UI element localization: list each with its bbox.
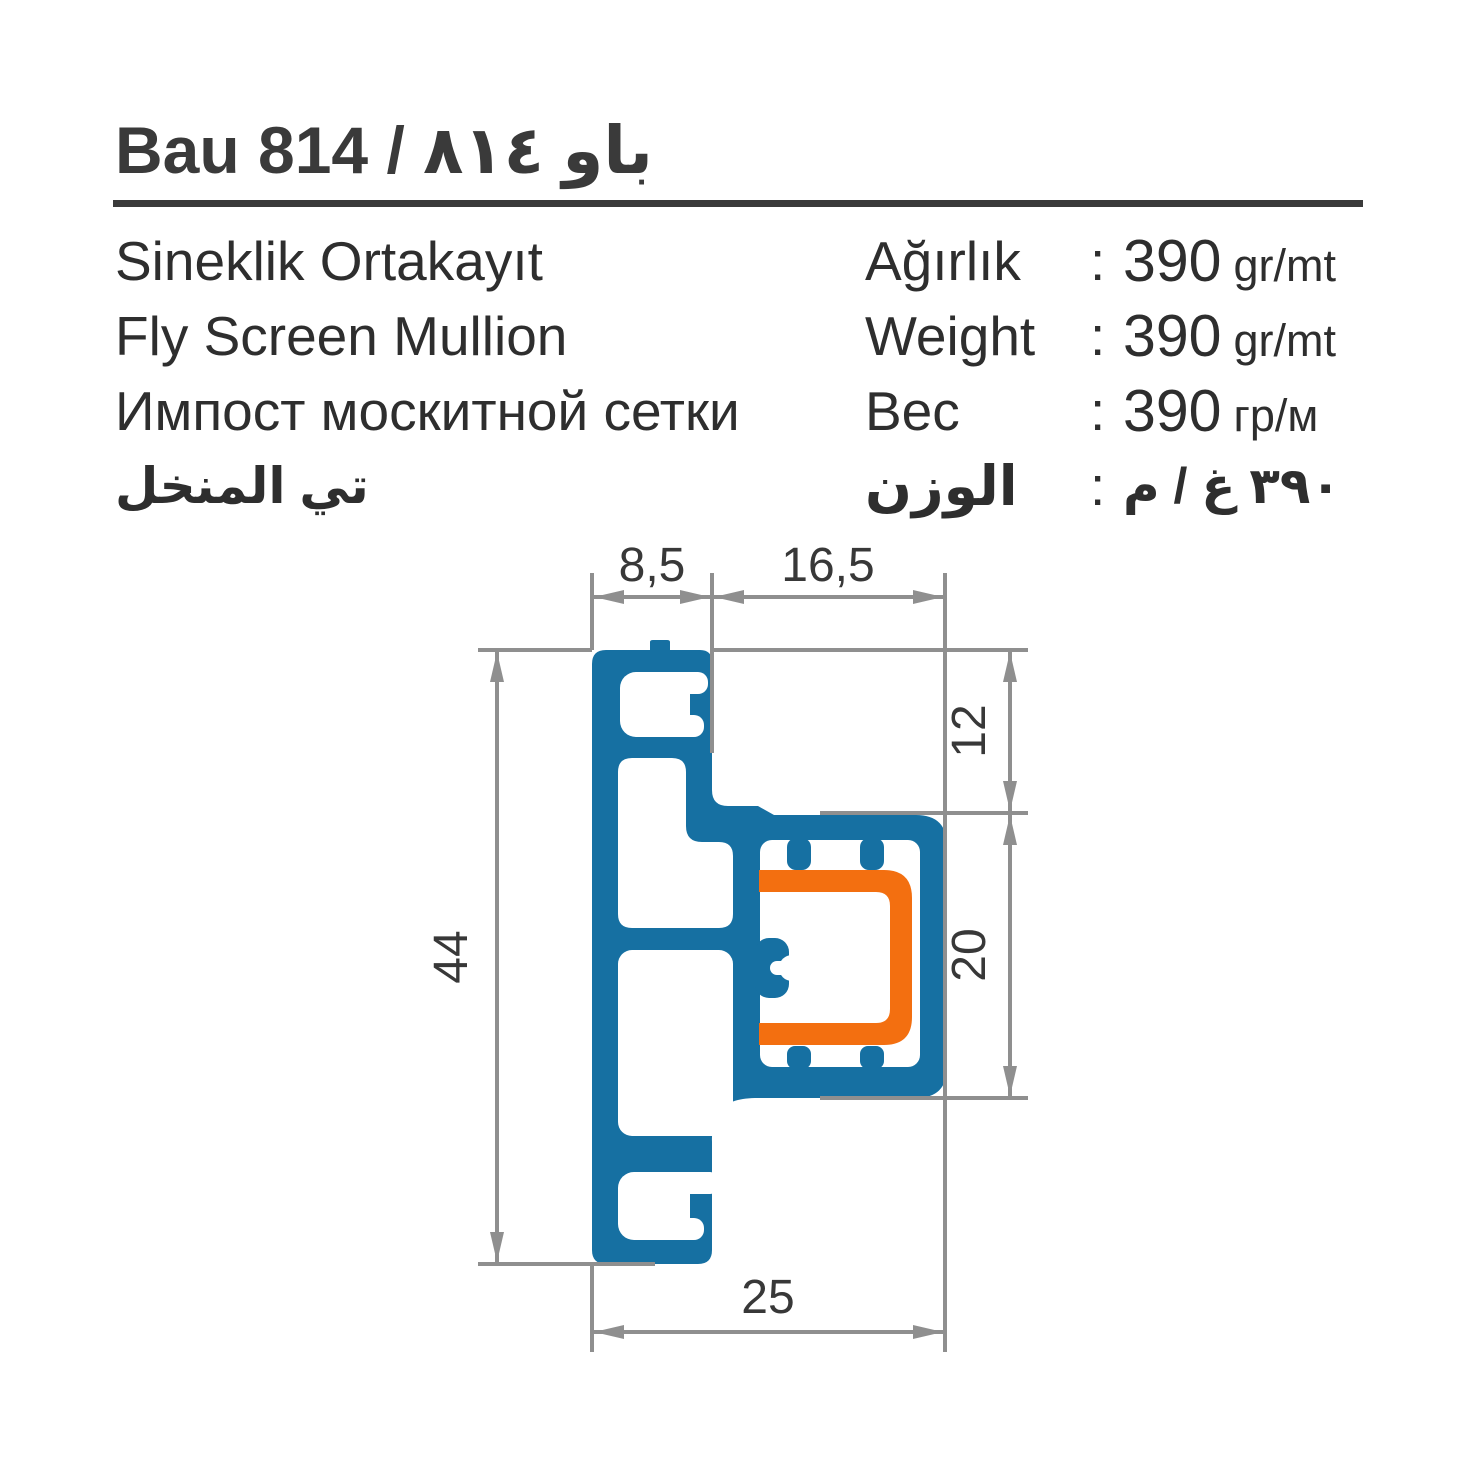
weight-number: 390 — [1123, 303, 1222, 369]
weight-label: Ağırlık — [865, 230, 1021, 292]
screw-boss-tabs — [787, 838, 884, 1069]
page-title: Bau 814 / باو ٨١٤ — [115, 112, 1365, 189]
weight-row-arabic: الوزن : ٣٩٠ غ / م — [865, 449, 1385, 524]
weight-value: ٣٩٠ غ / م — [1123, 458, 1341, 514]
title-arabic: باو ٨١٤ — [423, 113, 653, 187]
insert-channel-orange — [759, 870, 912, 1045]
top-snap-cavity — [620, 672, 708, 737]
weight-number: 390 — [1123, 228, 1222, 294]
bottom-snap-cavity — [618, 1172, 716, 1240]
screw-port — [755, 938, 805, 998]
product-name-english: Fly Screen Mullion — [115, 305, 568, 367]
weight-colon: : — [1090, 455, 1106, 517]
weight-label: الوزن — [865, 455, 1018, 517]
weight-unit: gr/mt — [1233, 315, 1336, 366]
weight-colon: : — [1090, 230, 1106, 292]
weight-label: Weight — [865, 305, 1036, 367]
box-interior — [760, 840, 920, 1067]
dim-label-top-offset: 12 — [943, 704, 996, 757]
title-latin: Bau 814 / — [115, 113, 405, 187]
dim-label-box-width: 16,5 — [781, 539, 874, 592]
title-divider — [113, 200, 1363, 207]
weight-unit: gr/mt — [1233, 240, 1336, 291]
product-name-turkish: Sineklik Ortakayıt — [115, 230, 543, 292]
dim-label-bar-width: 8,5 — [619, 539, 686, 592]
dimension-lines — [478, 573, 1028, 1352]
lower-chamber — [618, 950, 733, 1136]
dim-label-box-height: 20 — [943, 928, 996, 981]
dim-label-total-height: 44 — [425, 930, 478, 983]
weight-unit: гр/м — [1233, 390, 1319, 441]
weight-number: 390 — [1123, 378, 1222, 444]
weight-label: Вес — [865, 380, 960, 442]
weight-colon: : — [1090, 305, 1106, 367]
dim-label-total-width: 25 — [741, 1271, 794, 1324]
weight-colon: : — [1090, 380, 1106, 442]
product-name-arabic: تي المنخل — [115, 458, 369, 514]
product-name-russian: Импост москитной сетки — [115, 380, 740, 442]
upper-chamber — [618, 758, 733, 928]
product-name-list: Sineklik Ortakayıt Fly Screen Mullion Им… — [115, 224, 835, 524]
